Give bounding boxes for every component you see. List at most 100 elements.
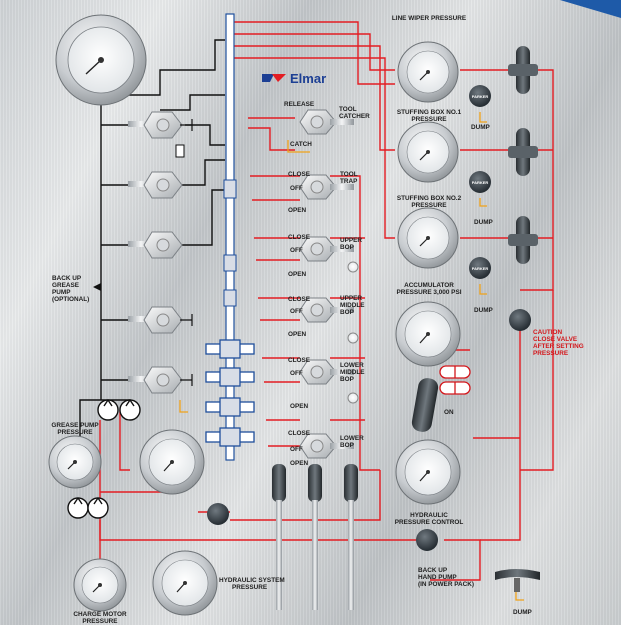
grease-pump-gauge: [49, 436, 101, 488]
label-line-wiper: LINE WIPER PRESSURE: [392, 15, 467, 22]
accumulator-valve: [410, 377, 439, 434]
label-lower-middle-c: BOP: [340, 376, 355, 383]
label-upper-middle-open: OPEN: [288, 331, 306, 338]
label-lower-bop-b: BOP: [340, 442, 355, 449]
grease-valve-2: [128, 172, 182, 198]
label-bhp-a: BACK UP: [418, 567, 448, 574]
label-cmp-a: CHARGE MOTOR: [73, 611, 127, 618]
stuffing-box-1-gauge: [398, 122, 458, 182]
hydraulic-pressure-control-knob: [416, 529, 438, 551]
lever-1: [272, 464, 286, 610]
grease-valves[interactable]: [128, 112, 192, 393]
lever-2: [308, 464, 322, 610]
label-hsp-a: HYDRAULIC SYSTEM: [219, 577, 285, 584]
corner-accent: [560, 0, 621, 18]
charge-motor-gauge: [74, 559, 126, 611]
label-lower-middle-open: OPEN: [290, 403, 308, 410]
label-hsp-b: PRESSURE: [232, 584, 268, 591]
accumulator-gauge: [396, 302, 460, 366]
hydraulic-system-knob: [207, 503, 229, 525]
label-lower-bop-open: OPEN: [290, 460, 308, 467]
label-tool-trap-close: CLOSE: [288, 171, 311, 178]
label-bhp-c: (IN POWER PACK): [418, 581, 474, 588]
caution-d: PRESSURE: [533, 350, 569, 357]
label-accumulator-b: PRESSURE 3,000 PSI: [396, 289, 461, 296]
label-tool-trap-b: TRAP: [340, 178, 358, 185]
label-tool-catcher-b: CATCHER: [339, 113, 370, 120]
label-upper-bop-off: OFF: [290, 247, 303, 254]
label-hpc-a: HYDRAULIC: [410, 512, 448, 519]
hydraulic-system-gauge-lower: [153, 551, 217, 615]
accumulator-bottles: [440, 366, 470, 394]
label-backup-grease-a: BACK UP: [52, 275, 82, 282]
label-lower-bop-off: OFF: [290, 446, 303, 453]
caution-c: AFTER SETTING: [533, 343, 584, 350]
caution-b: CLOSE VALVE: [533, 336, 578, 343]
label-backup-grease-c: PUMP: [52, 289, 71, 296]
label-release: RELEASE: [284, 101, 315, 108]
label-upper-middle-a: UPPER: [340, 295, 362, 302]
svg-text:PARKER: PARKER: [472, 94, 489, 99]
label-bhp-b: HAND PUMP: [418, 574, 457, 581]
label-lower-middle-off: OFF: [290, 370, 303, 377]
label-upper-bop-close: CLOSE: [288, 234, 311, 241]
label-upper-middle-b: MIDDLE: [340, 302, 365, 309]
label-upper-middle-close: CLOSE: [288, 296, 311, 303]
label-tool-trap-a: TOOL: [340, 171, 358, 178]
label-dump-1: DUMP: [471, 124, 491, 131]
label-tool-trap-off: OFF: [290, 185, 303, 192]
manifold-column: [224, 14, 236, 460]
label-tool-catcher-a: TOOL: [339, 106, 357, 113]
label-upper-bop-open: OPEN: [288, 271, 306, 278]
label-accumulator-a: ACCUMULATOR: [404, 282, 454, 289]
label-stuffing-box-1-b: PRESSURE: [411, 116, 447, 123]
pump-levers[interactable]: [272, 464, 358, 610]
parker-knob-2: PARKER: [469, 171, 491, 193]
ball-valve-2: [508, 128, 538, 176]
label-cmp-b: PRESSURE: [82, 618, 118, 625]
label-lower-bop-close: CLOSE: [288, 430, 311, 437]
label-lower-middle-close: CLOSE: [288, 357, 311, 364]
label-catch: CATCH: [290, 141, 312, 148]
label-upper-middle-off: OFF: [290, 308, 303, 315]
grease-valve-3: [128, 232, 182, 258]
pressure-regulator-knobs[interactable]: PARKER PARKER PARKER: [207, 85, 531, 551]
label-lower-bop-a: LOWER: [340, 435, 364, 442]
svg-text:Elmar: Elmar: [290, 71, 326, 86]
label-upper-bop-b: BOP: [340, 244, 355, 251]
hydraulic-pressure-gauge: [396, 440, 460, 504]
label-lower-middle-b: MIDDLE: [340, 369, 365, 376]
label-dump-3: DUMP: [474, 307, 494, 314]
hydraulic-system-gauge: [140, 430, 204, 494]
label-upper-bop-a: UPPER: [340, 237, 362, 244]
caution-valve-knob: [509, 309, 531, 331]
parker-knob-1: PARKER: [469, 85, 491, 107]
arrow-icon: [93, 283, 101, 291]
ball-valve-3: [508, 216, 538, 264]
label-stuffing-box-2-b: PRESSURE: [411, 202, 447, 209]
label-dump-4: DUMP: [513, 609, 533, 616]
label-stuffing-box-1-a: STUFFING BOX NO.1: [397, 109, 462, 116]
backup-hand-pump-handle: [495, 569, 540, 592]
svg-text:PARKER: PARKER: [472, 180, 489, 185]
label-tool-trap-open: OPEN: [288, 207, 306, 214]
label-backup-grease-b: GREASE: [52, 282, 80, 289]
lever-3: [344, 464, 358, 610]
label-on: ON: [444, 409, 454, 416]
caution-a: CAUTION: [533, 329, 562, 336]
parker-knob-3: PARKER: [469, 257, 491, 279]
grease-valve-5: [128, 367, 192, 393]
label-dump-2: DUMP: [474, 219, 494, 226]
label-stuffing-box-2-a: STUFFING BOX NO.2: [397, 195, 462, 202]
grease-valve-4: [128, 307, 192, 333]
label-grease-pump-b: PRESSURE: [57, 429, 93, 436]
svg-text:PARKER: PARKER: [472, 266, 489, 271]
stuffing-box-2-gauge: [398, 208, 458, 268]
brand-logo: Elmar: [262, 71, 326, 86]
label-lower-middle-a: LOWER: [340, 362, 364, 369]
label-grease-pump-a: GREASE PUMP: [51, 422, 99, 429]
line-wiper-gauge: [398, 42, 458, 102]
label-upper-middle-c: BOP: [340, 309, 355, 316]
